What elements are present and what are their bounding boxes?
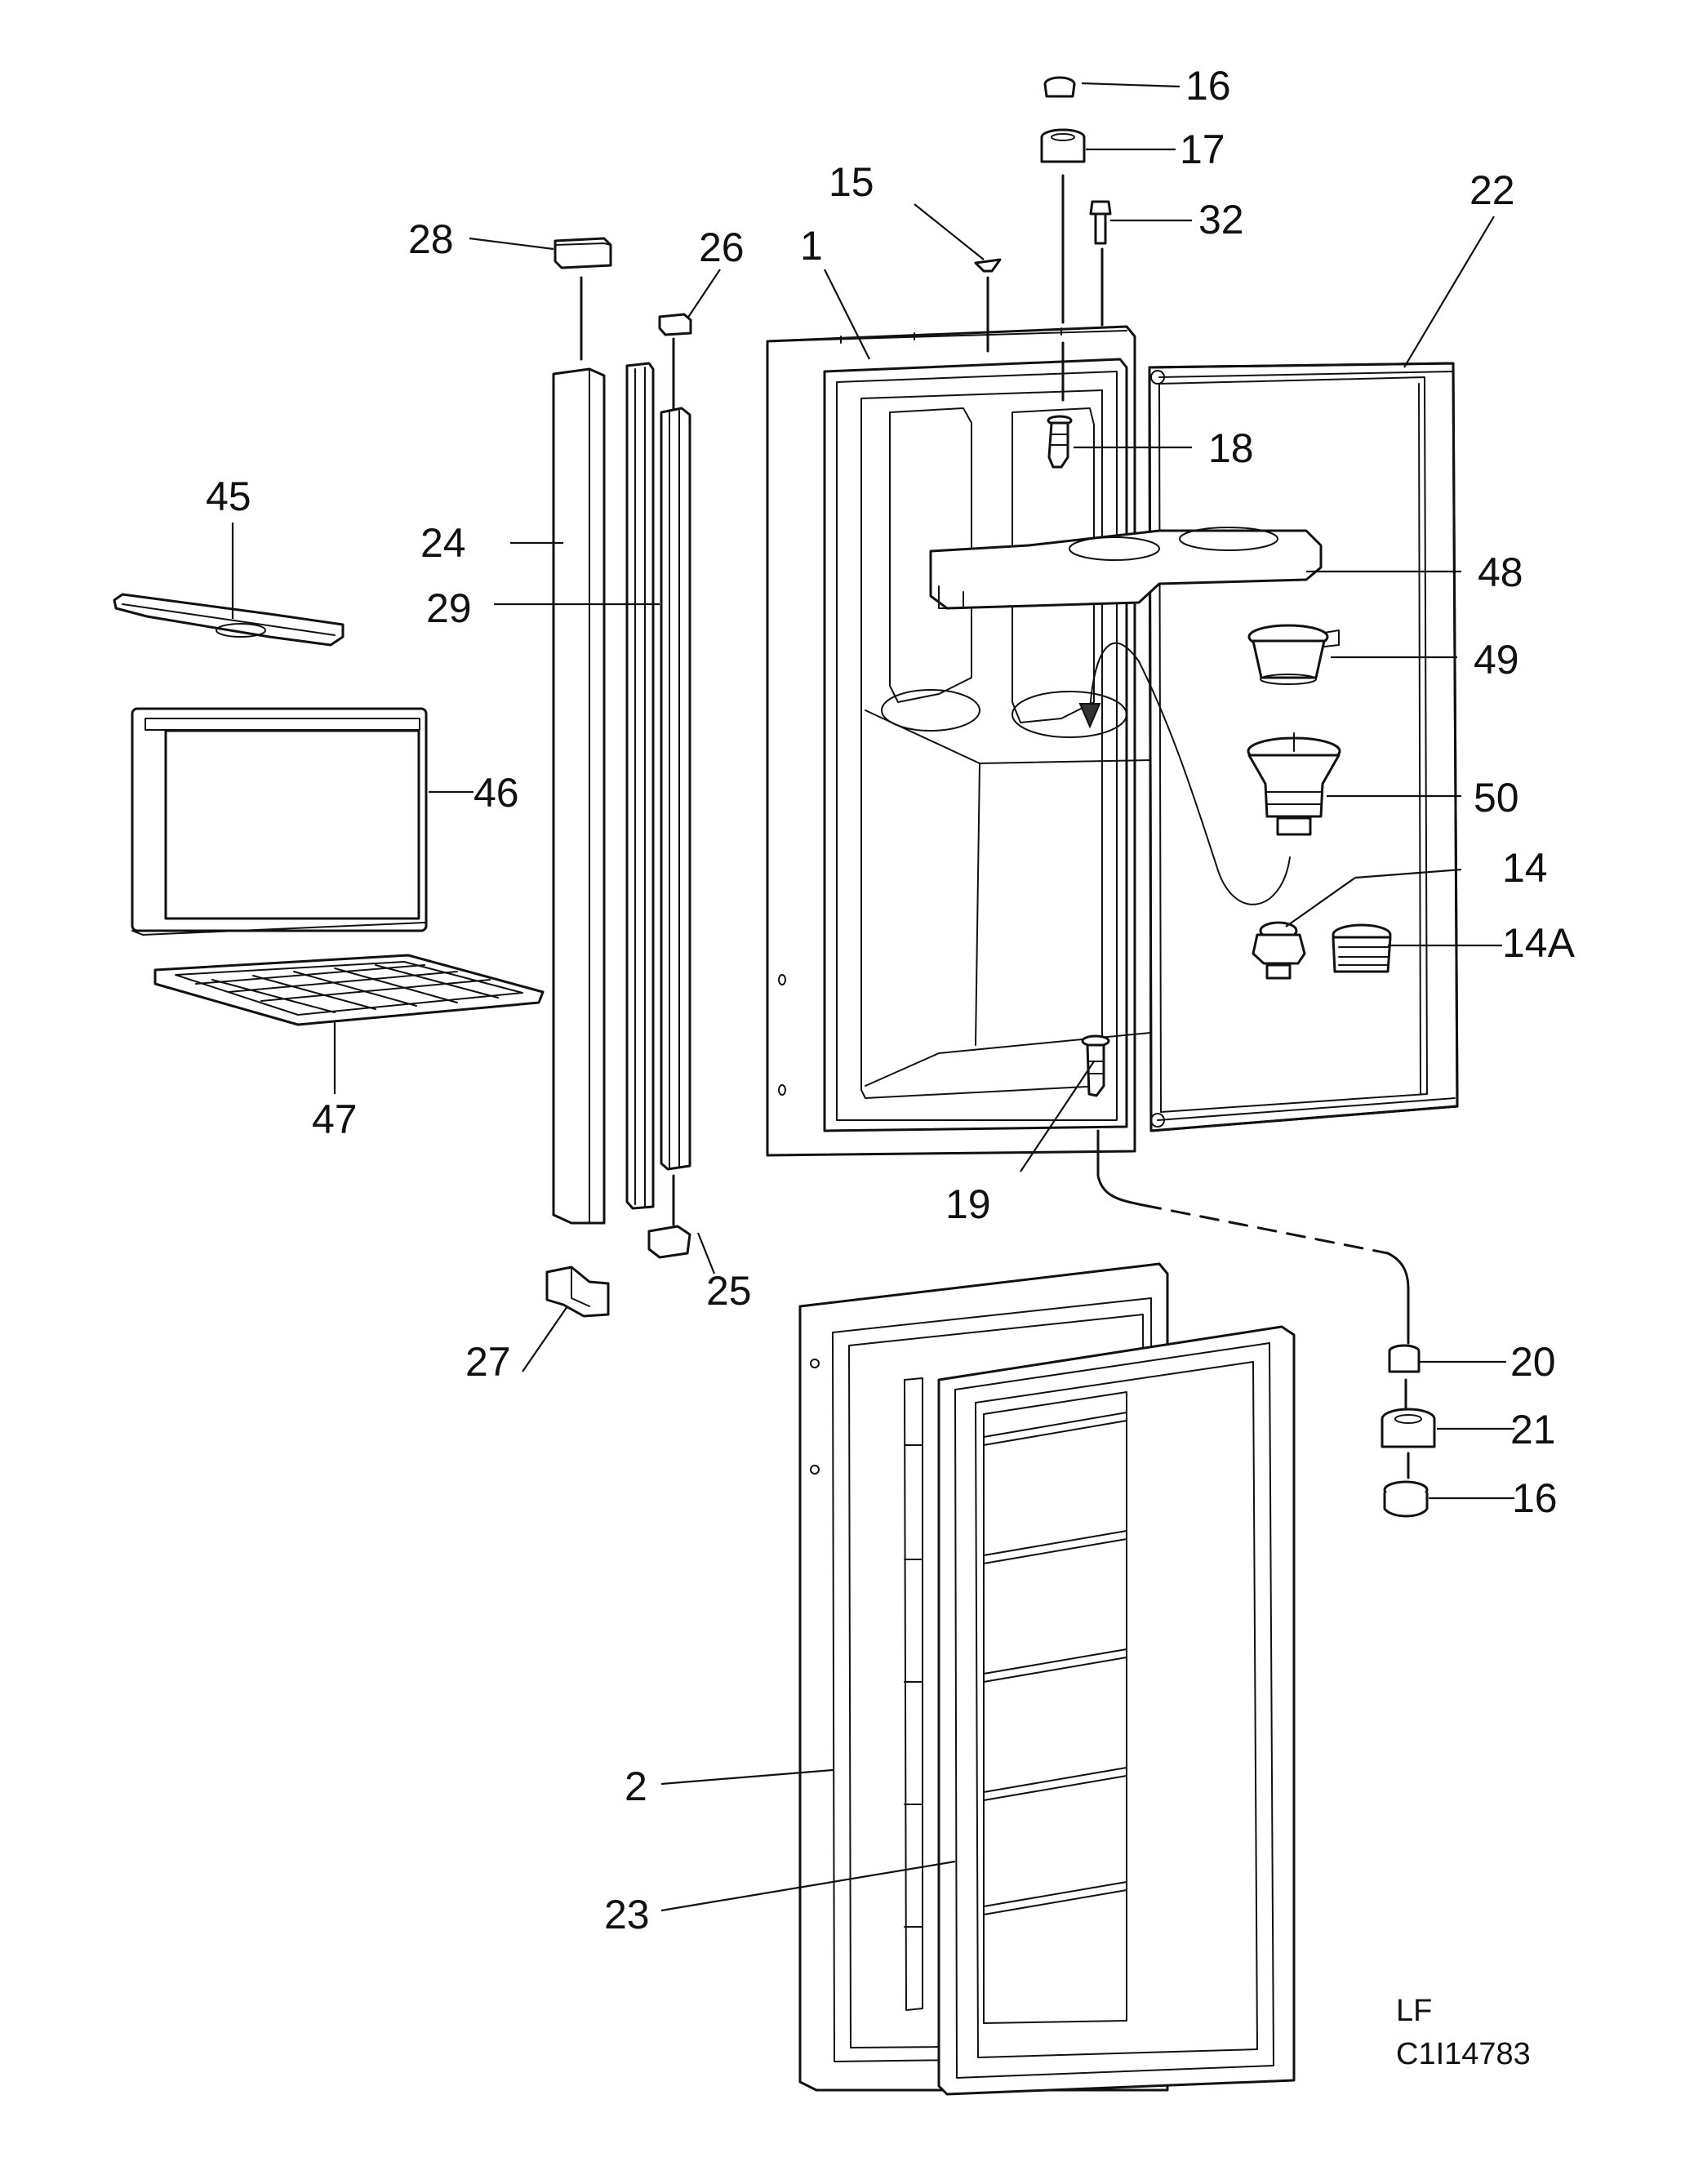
label-45: 45 (206, 474, 251, 519)
part-17-bushing (1040, 128, 1086, 163)
label-29: 29 (426, 585, 472, 631)
label-50: 50 (1474, 775, 1519, 821)
label-49: 49 (1474, 637, 1519, 683)
label-14: 14 (1502, 845, 1548, 891)
part-16-top-nut (1043, 76, 1076, 98)
part-14-valve (1252, 921, 1306, 980)
part-21-bushing (1381, 1408, 1436, 1448)
part-32-screw (1089, 200, 1112, 245)
label-28: 28 (408, 216, 454, 262)
part-18-pin (1047, 415, 1073, 469)
label-47: 47 (312, 1096, 358, 1142)
label-21: 21 (1510, 1407, 1556, 1452)
label-1: 1 (800, 223, 823, 269)
label-48: 48 (1478, 549, 1523, 595)
label-18: 18 (1208, 425, 1254, 471)
label-19: 19 (945, 1181, 991, 1227)
label-24: 24 (420, 520, 466, 566)
part-47-tray (153, 954, 545, 1026)
label-17: 17 (1180, 127, 1225, 172)
label-16-top: 16 (1185, 63, 1231, 109)
part-25-cap (647, 1225, 691, 1259)
label-26: 26 (699, 225, 745, 270)
label-27: 27 (465, 1339, 511, 1385)
part-50-valve (1247, 732, 1341, 836)
part-49-cup (1247, 624, 1340, 685)
code-c1i14783: C1I14783 (1396, 2037, 1531, 2071)
label-23: 23 (604, 1892, 650, 1937)
part-15-screw (974, 258, 1002, 273)
label-2: 2 (625, 1764, 647, 1809)
part-29-gasket (625, 362, 691, 1210)
part-28-cap (554, 237, 612, 269)
callout-labels: 16 17 32 15 1 22 28 26 45 24 29 46 47 18… (206, 63, 1576, 1937)
label-20: 20 (1510, 1339, 1556, 1385)
part-16-bottom-nut (1383, 1480, 1429, 1518)
part-45-handle (113, 593, 345, 647)
label-16-bottom: 16 (1512, 1475, 1558, 1521)
code-lf: LF (1396, 1994, 1432, 2028)
leader-lines (231, 82, 1514, 1912)
diagram-codes: LF C1I14783 (1396, 1994, 1531, 2071)
part-48-shelf (929, 527, 1323, 610)
label-14a: 14A (1502, 920, 1576, 966)
label-46: 46 (474, 770, 519, 816)
part-14a-nut (1332, 923, 1392, 973)
part-26-cap (658, 313, 692, 336)
part-19-pin (1081, 1034, 1110, 1097)
part-23-door-gasket (937, 1325, 1296, 2096)
label-25: 25 (706, 1268, 752, 1314)
part-27-bracket (545, 1265, 610, 1318)
label-15: 15 (829, 159, 874, 205)
label-22: 22 (1469, 167, 1515, 213)
label-32: 32 (1198, 197, 1244, 242)
part-24-profile (552, 367, 606, 1225)
part-46-frame (131, 707, 428, 936)
part-20-spacer (1388, 1344, 1421, 1373)
